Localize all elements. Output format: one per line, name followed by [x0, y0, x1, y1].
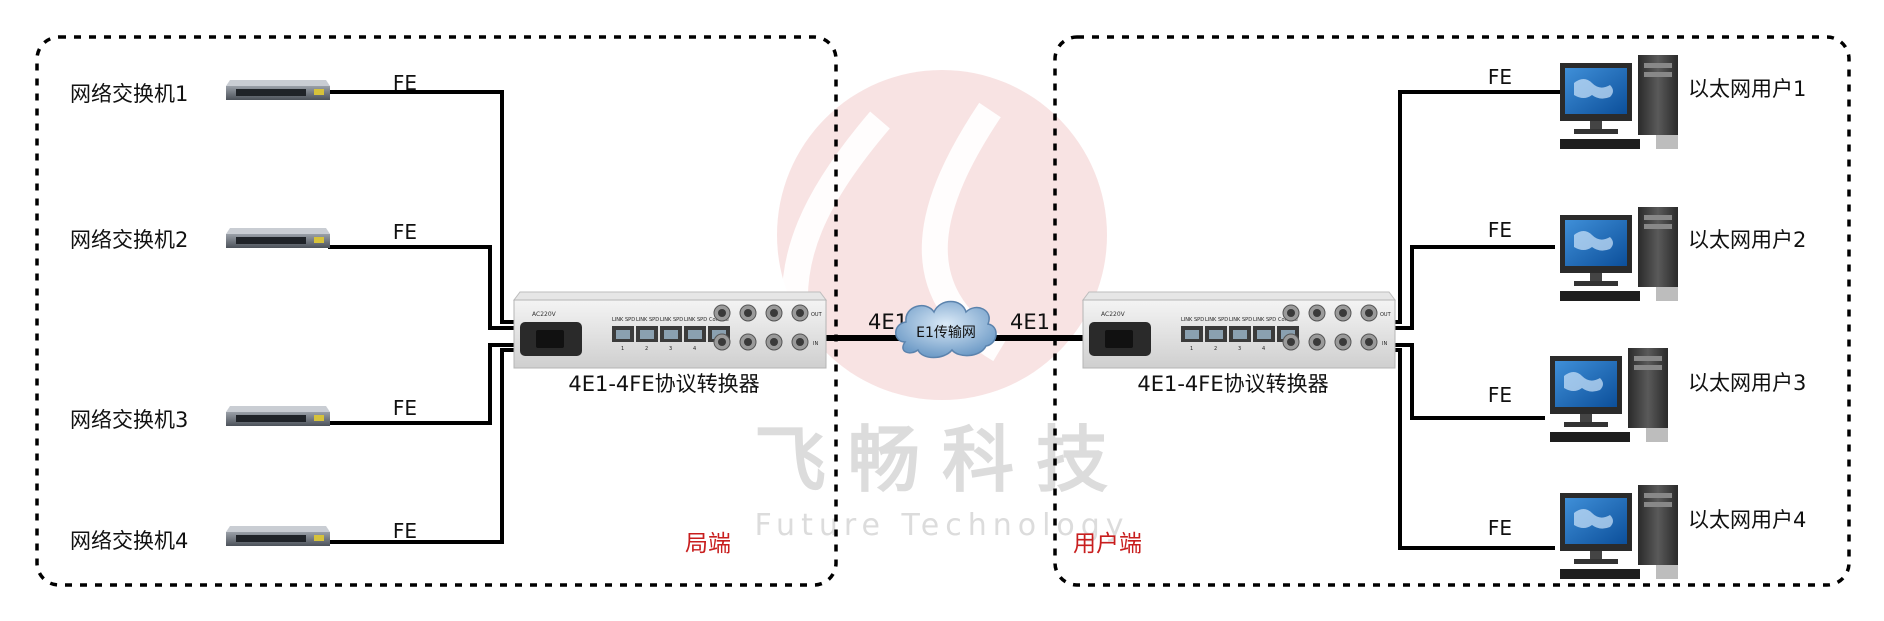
- svg-text:2: 2: [1214, 346, 1217, 352]
- fe-label-right-1: FE: [1488, 65, 1512, 89]
- left-bnc-connectors: OUT IN: [713, 304, 823, 351]
- svg-text:LINK: LINK: [612, 317, 624, 323]
- left-protocol-converter: AC220V LINK SPD LINK SPD LINK SPD LINK S…: [513, 291, 827, 369]
- svg-text:SPD: SPD: [1218, 317, 1228, 323]
- user-pc-1-icon: [1560, 55, 1678, 149]
- fe-line-r2: [1394, 245, 1555, 330]
- svg-text:3: 3: [1238, 346, 1241, 352]
- svg-text:LINK: LINK: [684, 317, 696, 323]
- svg-text:LINK: LINK: [1253, 317, 1265, 323]
- e1-cloud-label: E1传输网: [916, 325, 976, 341]
- user-pc-2-icon: [1560, 207, 1678, 301]
- svg-text:1: 1: [621, 346, 624, 352]
- switch-label-3: 网络交换机3: [70, 408, 188, 432]
- e1-network-cloud-icon: E1传输网: [895, 300, 997, 359]
- left-site-label: 局端: [685, 531, 731, 557]
- watermark-cn: 飞畅科技: [754, 418, 1130, 502]
- svg-text:LINK: LINK: [660, 317, 672, 323]
- svg-text:2: 2: [645, 346, 648, 352]
- svg-text:SPD: SPD: [625, 317, 635, 323]
- svg-text:OUT: OUT: [811, 312, 823, 318]
- user-pc-3-icon: [1550, 348, 1668, 442]
- svg-text:IN: IN: [813, 341, 818, 347]
- left-wiring: [328, 90, 515, 544]
- svg-text:LINK: LINK: [1181, 317, 1193, 323]
- left-converter-label: 4E1-4FE协议转换器: [568, 372, 759, 396]
- fe-line-1: [328, 90, 515, 324]
- watermark-en: Future Technology: [754, 508, 1129, 543]
- svg-text:LINK: LINK: [1205, 317, 1217, 323]
- right-power-label: AC220V: [1101, 311, 1126, 318]
- network-switch-3-icon: [226, 406, 330, 426]
- svg-text:IN: IN: [1382, 341, 1387, 347]
- fe-line-4: [328, 348, 515, 544]
- user-label-4: 以太网用户4: [1688, 508, 1806, 532]
- right-protocol-converter: AC220V LINK SPD LINK SPD LINK SPD LINK S…: [1082, 291, 1396, 369]
- fe-label-right-2: FE: [1488, 218, 1512, 242]
- svg-text:OUT: OUT: [1380, 312, 1392, 318]
- svg-text:3: 3: [669, 346, 672, 352]
- right-converter-label: 4E1-4FE协议转换器: [1137, 372, 1328, 396]
- svg-text:SPD: SPD: [1194, 317, 1204, 323]
- user-pc-4-icon: [1560, 485, 1678, 579]
- user-label-3: 以太网用户3: [1688, 371, 1806, 395]
- watermark: 飞畅科技 Future Technology: [754, 70, 1130, 543]
- user-label-2: 以太网用户2: [1688, 228, 1806, 252]
- switch-label-4: 网络交换机4: [70, 529, 188, 553]
- fe-line-2: [328, 245, 515, 330]
- fe-line-r1: [1394, 90, 1565, 324]
- svg-text:SPD: SPD: [649, 317, 659, 323]
- left-site-boundary: [35, 35, 838, 587]
- right-site-label: 用户端: [1073, 531, 1142, 557]
- svg-text:SPD: SPD: [1242, 317, 1252, 323]
- right-wiring: [1394, 90, 1565, 550]
- right-bnc-connectors: OUT IN: [1282, 304, 1392, 351]
- fe-label-left-1: FE: [393, 71, 417, 95]
- svg-text:1: 1: [1190, 346, 1193, 352]
- left-power-label: AC220V: [532, 311, 557, 318]
- right-site-boundary: [1053, 35, 1851, 587]
- svg-text:SPD: SPD: [1266, 317, 1276, 323]
- fe-line-r3: [1394, 343, 1545, 420]
- fe-label-right-3: FE: [1488, 383, 1512, 407]
- switch-label-2: 网络交换机2: [70, 228, 188, 252]
- fe-label-left-2: FE: [393, 220, 417, 244]
- fe-line-3: [328, 343, 515, 425]
- svg-text:4: 4: [1262, 346, 1265, 352]
- fe-line-r4: [1394, 348, 1555, 550]
- svg-text:4: 4: [693, 346, 696, 352]
- switch-label-1: 网络交换机1: [70, 82, 188, 106]
- svg-text:SPD: SPD: [673, 317, 683, 323]
- network-switch-4-icon: [226, 526, 330, 546]
- fe-label-left-3: FE: [393, 396, 417, 420]
- user-label-1: 以太网用户1: [1688, 77, 1806, 101]
- fe-label-right-4: FE: [1488, 516, 1512, 540]
- network-switch-2-icon: [226, 228, 330, 248]
- svg-text:SPD: SPD: [697, 317, 707, 323]
- e1-label-right: 4E1: [1010, 310, 1050, 334]
- svg-text:LINK: LINK: [636, 317, 648, 323]
- svg-text:LINK: LINK: [1229, 317, 1241, 323]
- fe-label-left-4: FE: [393, 519, 417, 543]
- network-switch-1-icon: [226, 80, 330, 100]
